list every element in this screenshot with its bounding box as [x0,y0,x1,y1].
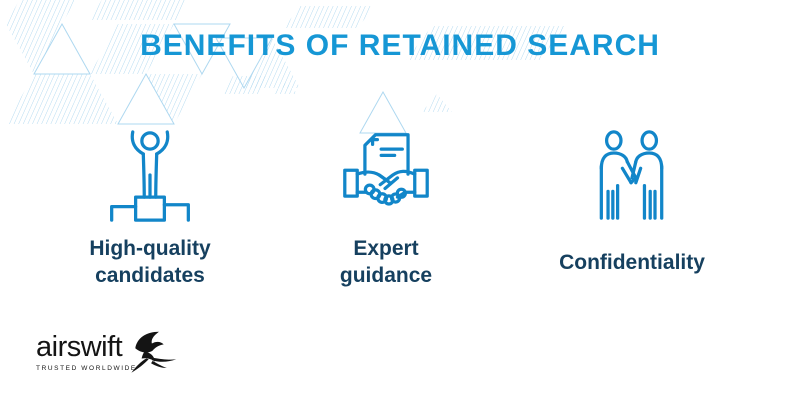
benefit-high-quality-candidates: High-quality candidates [30,128,270,290]
logo-wordmark: airswift [36,331,123,363]
benefit-label-line: Confidentiality [559,250,705,274]
benefit-label-line: High-quality [89,237,211,260]
airswift-logo: airswift TRUSTED WORLDWIDE [36,330,181,378]
benefit-label-line: Expert [353,237,419,260]
two-people-icon [586,128,678,224]
benefit-expert-guidance: Expert guidance [266,128,506,290]
benefit-label: Expert guidance [340,234,432,290]
swift-bird-icon [131,331,177,373]
benefit-label-line: candidates [95,264,205,287]
logo-tagline: TRUSTED WORLDWIDE [36,365,137,372]
benefit-label: High-quality candidates [89,234,210,290]
benefit-label-line: guidance [339,264,433,287]
benefit-confidentiality: Confidentiality [512,128,752,290]
page-title: BENEFITS OF RETAINED SEARCH [140,29,660,62]
handshake-document-icon [340,128,432,224]
winner-podium-icon [104,128,196,224]
benefit-label: Confidentiality [559,234,705,290]
